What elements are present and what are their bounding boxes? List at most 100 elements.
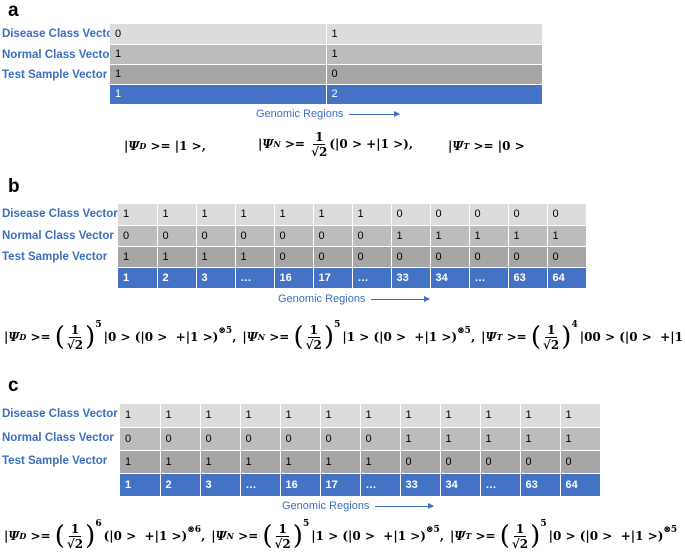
equation-rest: |1 > (|0 > +|1 >) — [342, 330, 458, 344]
cell: 0 — [360, 427, 401, 451]
cell: 0 — [352, 225, 392, 247]
equation-rest: >= |1 >, — [146, 139, 206, 153]
cell: 1 — [508, 225, 548, 247]
row-label-normal: Normal Class Vector — [2, 432, 114, 444]
cell: 33 — [391, 267, 431, 289]
cell: 0 — [469, 246, 509, 268]
exponent: 5 — [334, 320, 341, 330]
cell: 2 — [326, 84, 543, 105]
equation-rest: (|0 > +|1 >) — [103, 529, 188, 543]
table-row: 0 1 — [110, 24, 543, 45]
paren-close: ) — [561, 322, 572, 352]
equation-psi-t: |ΨT >= (1√2)4|00 > (|0 > +|1 >)⊗4 — [481, 320, 685, 352]
equation-rest: >= |0 > — [469, 139, 525, 153]
fraction-denominator: √2 — [274, 536, 291, 551]
fraction: 1√2 — [67, 323, 83, 352]
cell: 0 — [560, 450, 601, 474]
cell: 1 — [120, 404, 161, 428]
cell: 0 — [274, 225, 314, 247]
subscript: N — [257, 332, 266, 342]
genomic-regions-axis-c: Genomic Regions — [282, 500, 435, 512]
cell: 1 — [118, 267, 158, 289]
panel-label-b: b — [8, 176, 20, 197]
fraction-denominator: √2 — [66, 337, 84, 352]
cell: 1 — [196, 204, 236, 226]
equation-rest: |0 > (|0 > +|1 >) — [103, 330, 219, 344]
ket-bar: | — [242, 330, 247, 344]
equation-tail: , — [470, 330, 476, 344]
row-label-normal: Normal Class Vector — [2, 230, 114, 242]
cell: 1 — [110, 44, 327, 65]
cell: 1 — [360, 404, 401, 428]
cell: 64 — [560, 473, 601, 497]
row-label-disease: Disease Class Vector — [2, 28, 118, 40]
axis-label: Genomic Regions — [278, 293, 366, 305]
equation-op: >= — [471, 529, 500, 543]
paren-close: ) — [85, 322, 96, 352]
fraction: 1√2 — [543, 323, 559, 352]
cell: 1 — [430, 225, 470, 247]
exponent: 5 — [95, 320, 102, 330]
cell: 1 — [160, 450, 201, 474]
panel-label-c: c — [8, 375, 19, 396]
vector-table-a: 0 1 1 1 1 0 1 2 — [110, 24, 543, 105]
fraction: 1√2 — [67, 522, 83, 551]
fraction-numerator: 1 — [276, 521, 289, 537]
fraction: 1 √2 — [311, 130, 327, 159]
paren-close: ) — [292, 521, 303, 551]
cell: 0 — [400, 450, 441, 474]
cell: 0 — [508, 246, 548, 268]
cell: 0 — [352, 246, 392, 268]
cell: 0 — [160, 427, 201, 451]
cell: 3 — [200, 473, 241, 497]
equation-rest: |0 > (|0 > +|1 >) — [548, 529, 664, 543]
genomic-regions-axis-b: Genomic Regions — [278, 293, 431, 305]
cell: 2 — [157, 267, 197, 289]
cell: 1 — [400, 427, 441, 451]
subscript: D — [19, 531, 27, 541]
cell: 1 — [157, 246, 197, 268]
ket-bar: | — [211, 529, 216, 543]
cell: 1 — [274, 204, 314, 226]
cell: 34 — [440, 473, 481, 497]
cell: 1 — [120, 450, 161, 474]
cell: 16 — [274, 267, 314, 289]
equation-op: >= — [502, 330, 531, 344]
ket-bar: | — [4, 330, 9, 344]
panel-label-a: a — [8, 0, 19, 21]
equation-tail: , — [439, 529, 444, 543]
exponent: 5 — [302, 519, 310, 529]
cell: 34 — [430, 267, 470, 289]
arrow-right-icon — [349, 110, 401, 117]
tensor-power: ⊗6 — [187, 525, 202, 535]
ket-bar: | — [124, 139, 129, 153]
ket-bar: | — [450, 529, 455, 543]
fraction-numerator: 1 — [68, 322, 82, 338]
cell: 0 — [326, 64, 543, 85]
cell: 0 — [547, 246, 587, 268]
fraction-denominator: √2 — [311, 144, 328, 159]
cell: 0 — [110, 24, 327, 45]
cell: 1 — [520, 404, 561, 428]
paren-open: ( — [54, 322, 65, 352]
psi-symbol: Ψ — [485, 330, 497, 344]
cell: … — [480, 473, 521, 497]
table-row: 1 0 — [110, 64, 543, 85]
fraction-denominator: √2 — [511, 536, 529, 551]
ket-bar: | — [4, 529, 9, 543]
cell: 0 — [313, 246, 353, 268]
paren-open: ( — [262, 521, 273, 551]
ket-bar: | — [258, 137, 263, 151]
cell: 16 — [280, 473, 321, 497]
cell: 1 — [118, 204, 158, 226]
paren-open: ( — [499, 521, 510, 551]
tensor-power: ⊗5 — [426, 525, 440, 535]
row-label-normal: Normal Class Vector — [2, 49, 114, 61]
cell: 1 — [280, 404, 321, 428]
